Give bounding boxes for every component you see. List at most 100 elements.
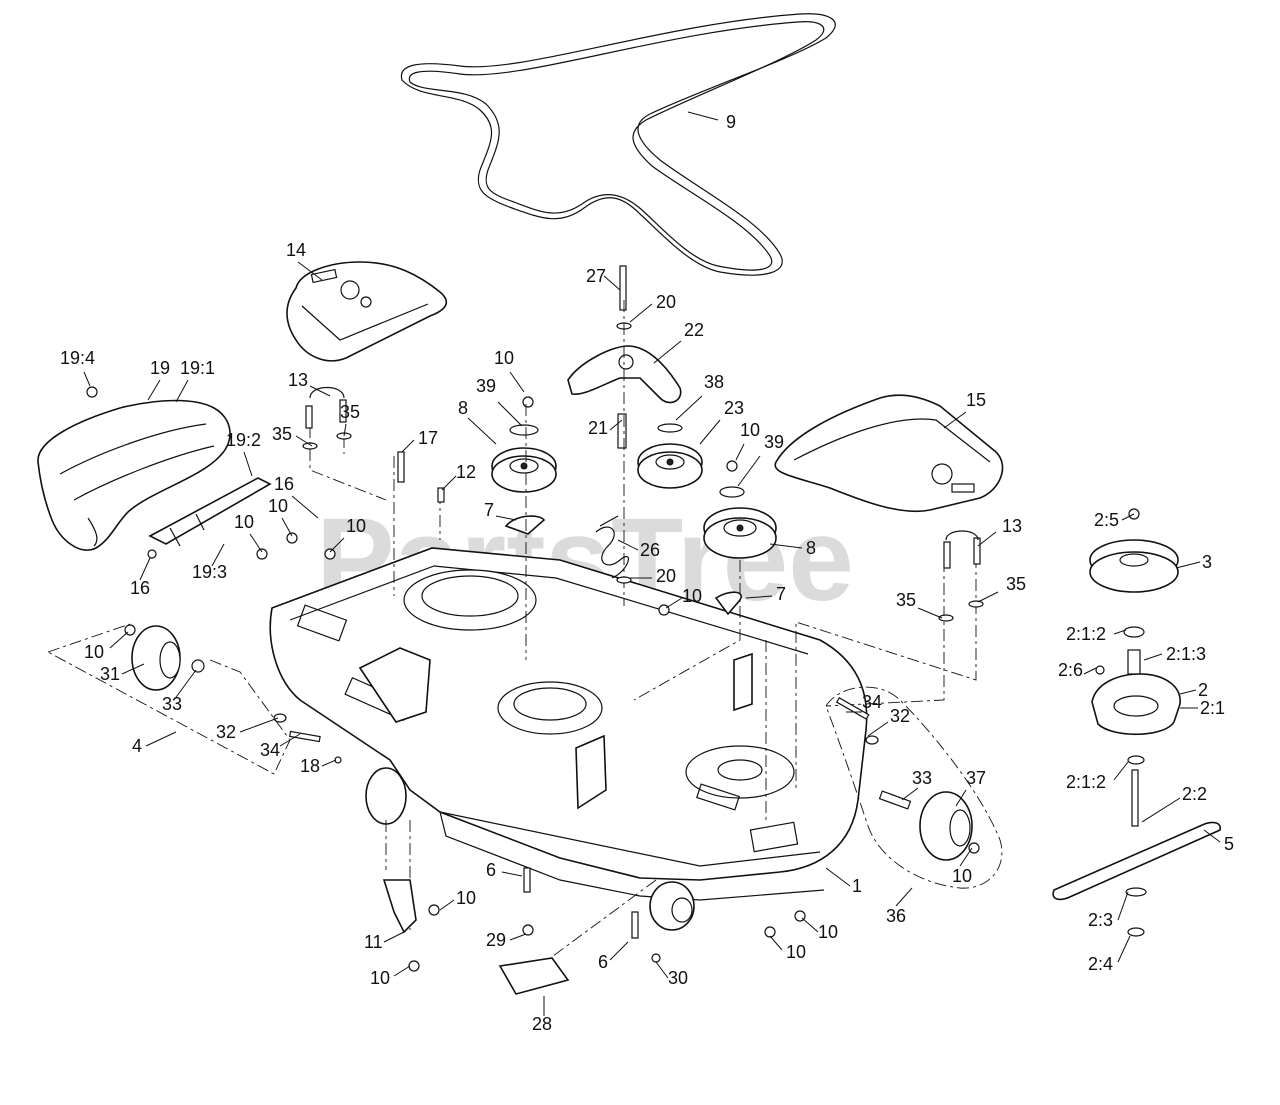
callout-c-16b: 16 — [130, 578, 150, 598]
leader-line-c-14 — [297, 261, 323, 281]
leader-line-c-23 — [699, 419, 721, 445]
leader-line-c-19-1 — [175, 379, 189, 403]
callout-c-3: 3 — [1202, 552, 1212, 572]
leader-line-c-10g — [109, 631, 129, 649]
callout-c-12: 12 — [456, 462, 476, 482]
callout-c-18: 18 — [300, 756, 320, 776]
leader-line-c-2-1-2a — [1113, 629, 1127, 635]
leader-line-c-20a — [629, 303, 653, 323]
callout-c-10g: 10 — [84, 642, 104, 662]
deck-front-wheels — [365, 767, 695, 931]
chute-bracket — [147, 477, 272, 559]
callout-c-10b: 10 — [740, 420, 760, 440]
leader-line-c-36 — [895, 887, 913, 907]
callout-c-14: 14 — [286, 240, 306, 260]
callout-c-15: 15 — [966, 390, 986, 410]
leader-line-c-35c — [977, 591, 999, 603]
leader-line-c-1 — [825, 867, 851, 887]
mower-blade — [1052, 821, 1222, 901]
leader-line-c-32b — [239, 717, 279, 733]
leader-line-c-12 — [441, 475, 457, 491]
leader-line-c-10e — [329, 537, 345, 553]
leader-line-c-3 — [1175, 561, 1201, 569]
callout-c-35c: 35 — [1006, 574, 1026, 594]
leader-line-c-7a — [495, 515, 517, 521]
leader-line-c-35d — [917, 607, 943, 619]
callout-c-19-4: 19:4 — [60, 348, 95, 368]
left-belt-cover — [286, 261, 448, 362]
callout-c-13b: 13 — [1002, 516, 1022, 536]
callout-c-13a: 13 — [288, 370, 308, 390]
leader-line-c-17 — [401, 439, 415, 453]
leader-line-c-10j — [801, 917, 819, 933]
leader-line-c-2-1-3 — [1143, 653, 1163, 661]
spacer-21 — [617, 413, 627, 449]
callout-c-2-2: 2:2 — [1182, 784, 1207, 804]
callout-c-10h: 10 — [952, 866, 972, 886]
callout-c-33a: 33 — [162, 694, 182, 714]
callout-c-2: 2 — [1198, 680, 1208, 700]
callout-c-31: 31 — [100, 664, 120, 684]
callout-c-6a: 6 — [486, 860, 496, 880]
callout-c-10c: 10 — [268, 496, 288, 516]
pulley-left-8 — [491, 396, 557, 493]
callout-c-26: 26 — [640, 540, 660, 560]
leader-line-c-5 — [1203, 829, 1221, 843]
leader-line-c-19-3 — [211, 543, 225, 567]
callout-c-29: 29 — [486, 930, 506, 950]
leader-line-c-33b — [901, 787, 919, 801]
callout-c-28: 28 — [532, 1014, 552, 1034]
leader-line-c-31 — [121, 663, 145, 675]
leader-line-c-2-1-2b — [1113, 761, 1129, 781]
leader-line-c-8a — [467, 417, 497, 445]
callout-c-10d: 10 — [234, 512, 254, 532]
callout-c-35a: 35 — [340, 402, 360, 422]
leader-line-c-19-2 — [243, 451, 253, 477]
callout-c-19: 19 — [150, 358, 170, 378]
leader-line-c-13b — [977, 531, 997, 547]
callout-c-19-2: 19:2 — [226, 430, 261, 450]
callout-c-21: 21 — [588, 418, 608, 438]
callout-c-5: 5 — [1224, 834, 1234, 854]
pulley-idler-23 — [637, 423, 703, 489]
callout-c-2-1-2b: 2:1:2 — [1066, 772, 1106, 792]
callout-c-2-3: 2:3 — [1088, 910, 1113, 930]
callout-c-10j: 10 — [818, 922, 838, 942]
leader-line-c-38 — [675, 395, 703, 421]
leader-line-c-10f — [665, 597, 683, 609]
leader-line-c-32a — [867, 721, 889, 737]
callout-c-30: 30 — [668, 968, 688, 988]
callout-c-4: 4 — [132, 736, 142, 756]
callout-c-2-1: 2:1 — [1200, 698, 1225, 718]
callout-c-7b: 7 — [776, 584, 786, 604]
blade-cone-left — [504, 515, 546, 535]
callout-c-10i: 10 — [456, 888, 476, 908]
leader-line-c-39b — [737, 455, 761, 487]
discharge-chute-cover — [37, 386, 231, 551]
callout-c-10k: 10 — [786, 942, 806, 962]
leader-line-c-2 — [1179, 689, 1197, 695]
leader-line-c-16a — [291, 495, 319, 519]
leader-line-c-21 — [609, 419, 623, 431]
leader-line-c-13a — [309, 385, 331, 397]
callout-c-34a: 34 — [862, 692, 882, 712]
callout-c-11: 11 — [364, 932, 383, 952]
leader-line-c-8b — [769, 543, 803, 549]
leader-line-c-27 — [603, 275, 621, 291]
leader-line-c-33a — [173, 669, 197, 701]
spindle-pulley-3 — [1089, 508, 1179, 593]
callout-c-10a: 10 — [494, 348, 514, 368]
callout-c-9: 9 — [726, 112, 736, 132]
callout-c-35d: 35 — [896, 590, 916, 610]
leader-line-c-26 — [617, 539, 639, 551]
leader-line-c-10h — [959, 847, 973, 867]
deck-wheel-right — [919, 791, 980, 861]
leader-line-c-11 — [383, 931, 405, 943]
leader-line-c-35b — [295, 435, 313, 447]
callout-c-34b: 34 — [260, 740, 280, 760]
callout-c-36: 36 — [886, 906, 906, 926]
leader-line-c-10b — [735, 443, 745, 461]
leader-line-c-7b — [745, 595, 773, 599]
callout-c-2-1-3: 2:1:3 — [1166, 644, 1206, 664]
idler-spring — [595, 515, 629, 579]
